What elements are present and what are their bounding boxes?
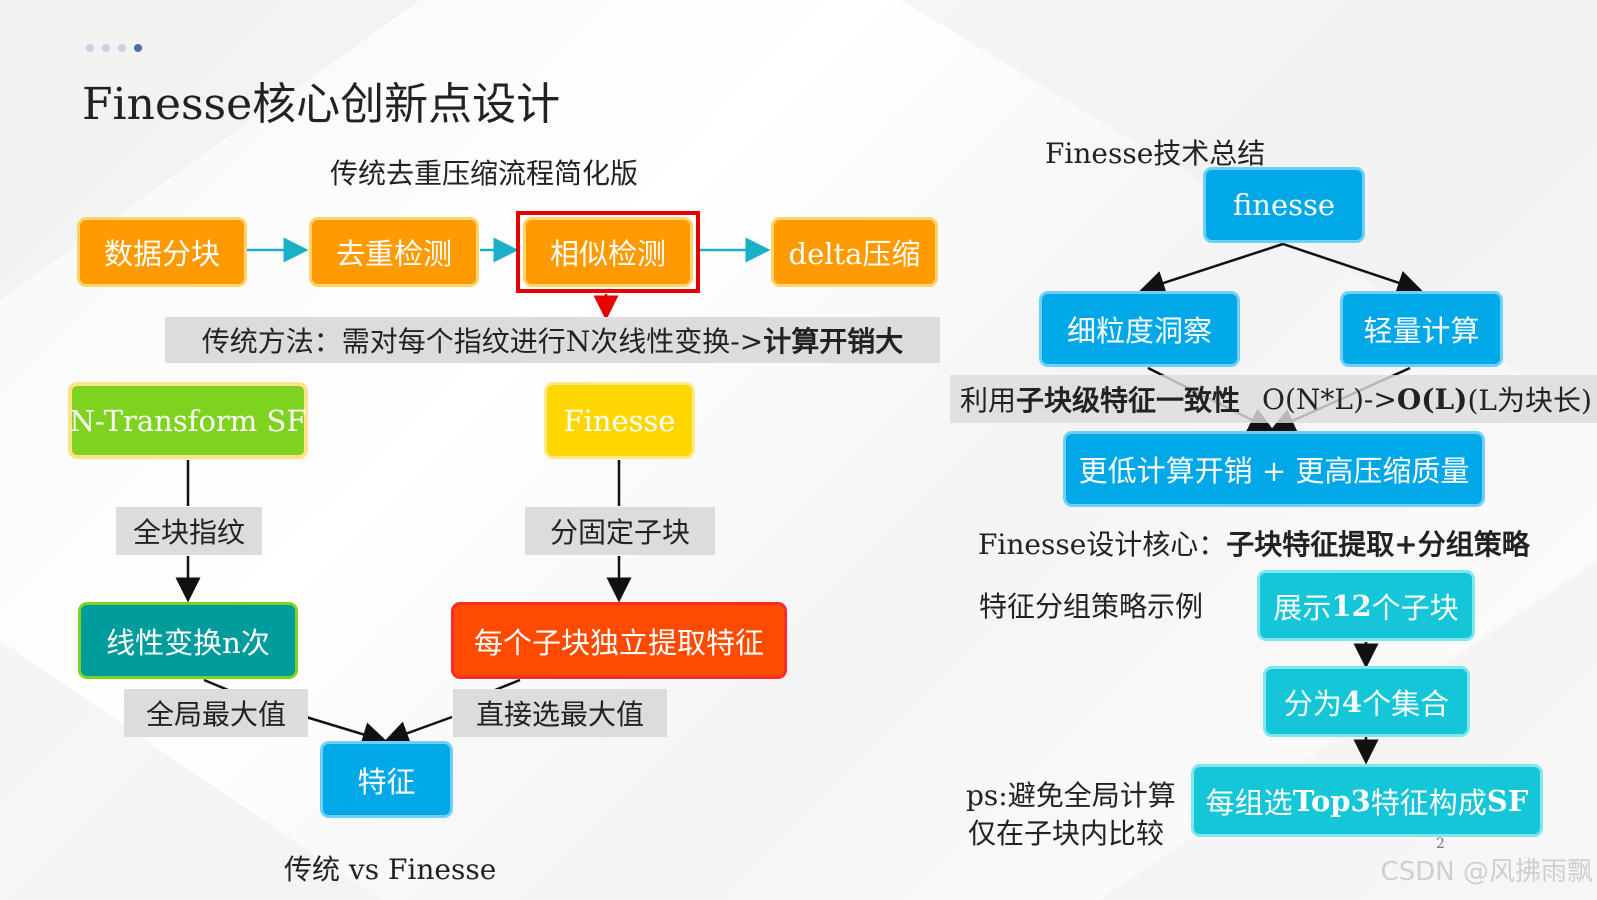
step-number: 12 [1331, 588, 1372, 623]
design-core-label: Finesse设计核心： [978, 528, 1227, 561]
insight-note: 利用子块级特征一致性 O(N*L)->O(L)(L为块长) [950, 375, 1597, 423]
watermark: CSDN @风拂雨飘 [1380, 857, 1593, 887]
tree-arrow [1139, 242, 1284, 295]
summary-caption: Finesse技术总结 [1045, 137, 1266, 170]
finesse-root-node: finesse [1203, 167, 1365, 243]
grouping-example-label: 特征分组策略示例 [979, 590, 1204, 623]
step-text: 每组选 [1205, 785, 1293, 820]
result-node: 更低计算开销 + 更高压缩质量 [1063, 431, 1485, 507]
ntransform-line [203, 678, 229, 692]
traditional-note: 传统方法：需对每个指纹进行N次线性变换->计算开销大 [165, 317, 940, 363]
step-text: 个子块 [1371, 590, 1459, 625]
traditional-note-emphasis: 计算开销大 [763, 325, 904, 358]
ntransform-step-label: 全块指纹 [116, 507, 262, 555]
design-core: Finesse设计核心：子块特征提取+分组策略 [978, 523, 1530, 563]
step-text: 展示 [1273, 590, 1332, 625]
flow-step-delta: delta压缩 [771, 217, 938, 287]
finesse-arrow [383, 715, 453, 746]
finesse-step-label: 分固定子块 [525, 507, 715, 555]
flow-step-similarity: 相似检测 [523, 217, 693, 287]
indicator-dot [86, 44, 94, 52]
lightweight-node: 轻量计算 [1340, 291, 1503, 367]
step-text: 个集合 [1362, 686, 1450, 721]
insight-note-prefix: 利用 [960, 384, 1017, 417]
complexity-after: O(L) [1396, 382, 1468, 416]
step-emphasis: Top3 [1292, 783, 1371, 818]
step-emphasis: SF [1486, 783, 1529, 818]
complexity-note: (L为块长) [1467, 384, 1592, 417]
linear-transform-node: 线性变换n次 [78, 602, 298, 679]
flow-step-dedup: 去重检测 [309, 217, 479, 287]
ps-note-line2: 仅在子块内比较 [968, 817, 1165, 850]
indicator-dot [102, 44, 110, 52]
step-text: 分为 [1283, 686, 1342, 721]
indicator-dot-active [134, 44, 142, 52]
ntransform-node: N-Transform SF [68, 382, 308, 459]
page-title: Finesse核心创新点设计 [82, 79, 561, 130]
feature-node: 特征 [320, 741, 453, 818]
comparison-caption: 传统 vs Finesse [284, 853, 497, 886]
step-number: 4 [1341, 684, 1363, 719]
design-core-value: 子块特征提取+分组策略 [1226, 528, 1530, 561]
finesse-node: Finesse [544, 382, 695, 459]
direct-max-label: 直接选最大值 [453, 689, 667, 737]
fine-grained-node: 细粒度洞察 [1039, 291, 1240, 367]
insight-note-emphasis: 子块级特征一致性 [1016, 384, 1241, 417]
tree-arrow [1282, 242, 1423, 295]
ps-note-line1: ps:避免全局计算 [966, 779, 1176, 812]
ntransform-arrow [305, 715, 388, 747]
step-text: 特征构成 [1370, 785, 1487, 820]
indicator-dot [118, 44, 126, 52]
similarity-highlight-frame [516, 211, 700, 293]
complexity-before: O(N*L)-> [1262, 382, 1397, 416]
subblock-feature-node: 每个子块独立提取特征 [451, 602, 787, 679]
finesse-line [494, 678, 521, 692]
flow-step-chunking: 数据分块 [77, 217, 247, 287]
global-max-label: 全局最大值 [124, 689, 308, 737]
slide-indicator [86, 44, 142, 52]
traditional-note-text: 传统方法：需对每个指纹进行N次线性变换-> [201, 325, 764, 358]
flow-caption: 传统去重压缩流程简化版 [330, 157, 639, 190]
page-number: 2 [1436, 836, 1445, 852]
